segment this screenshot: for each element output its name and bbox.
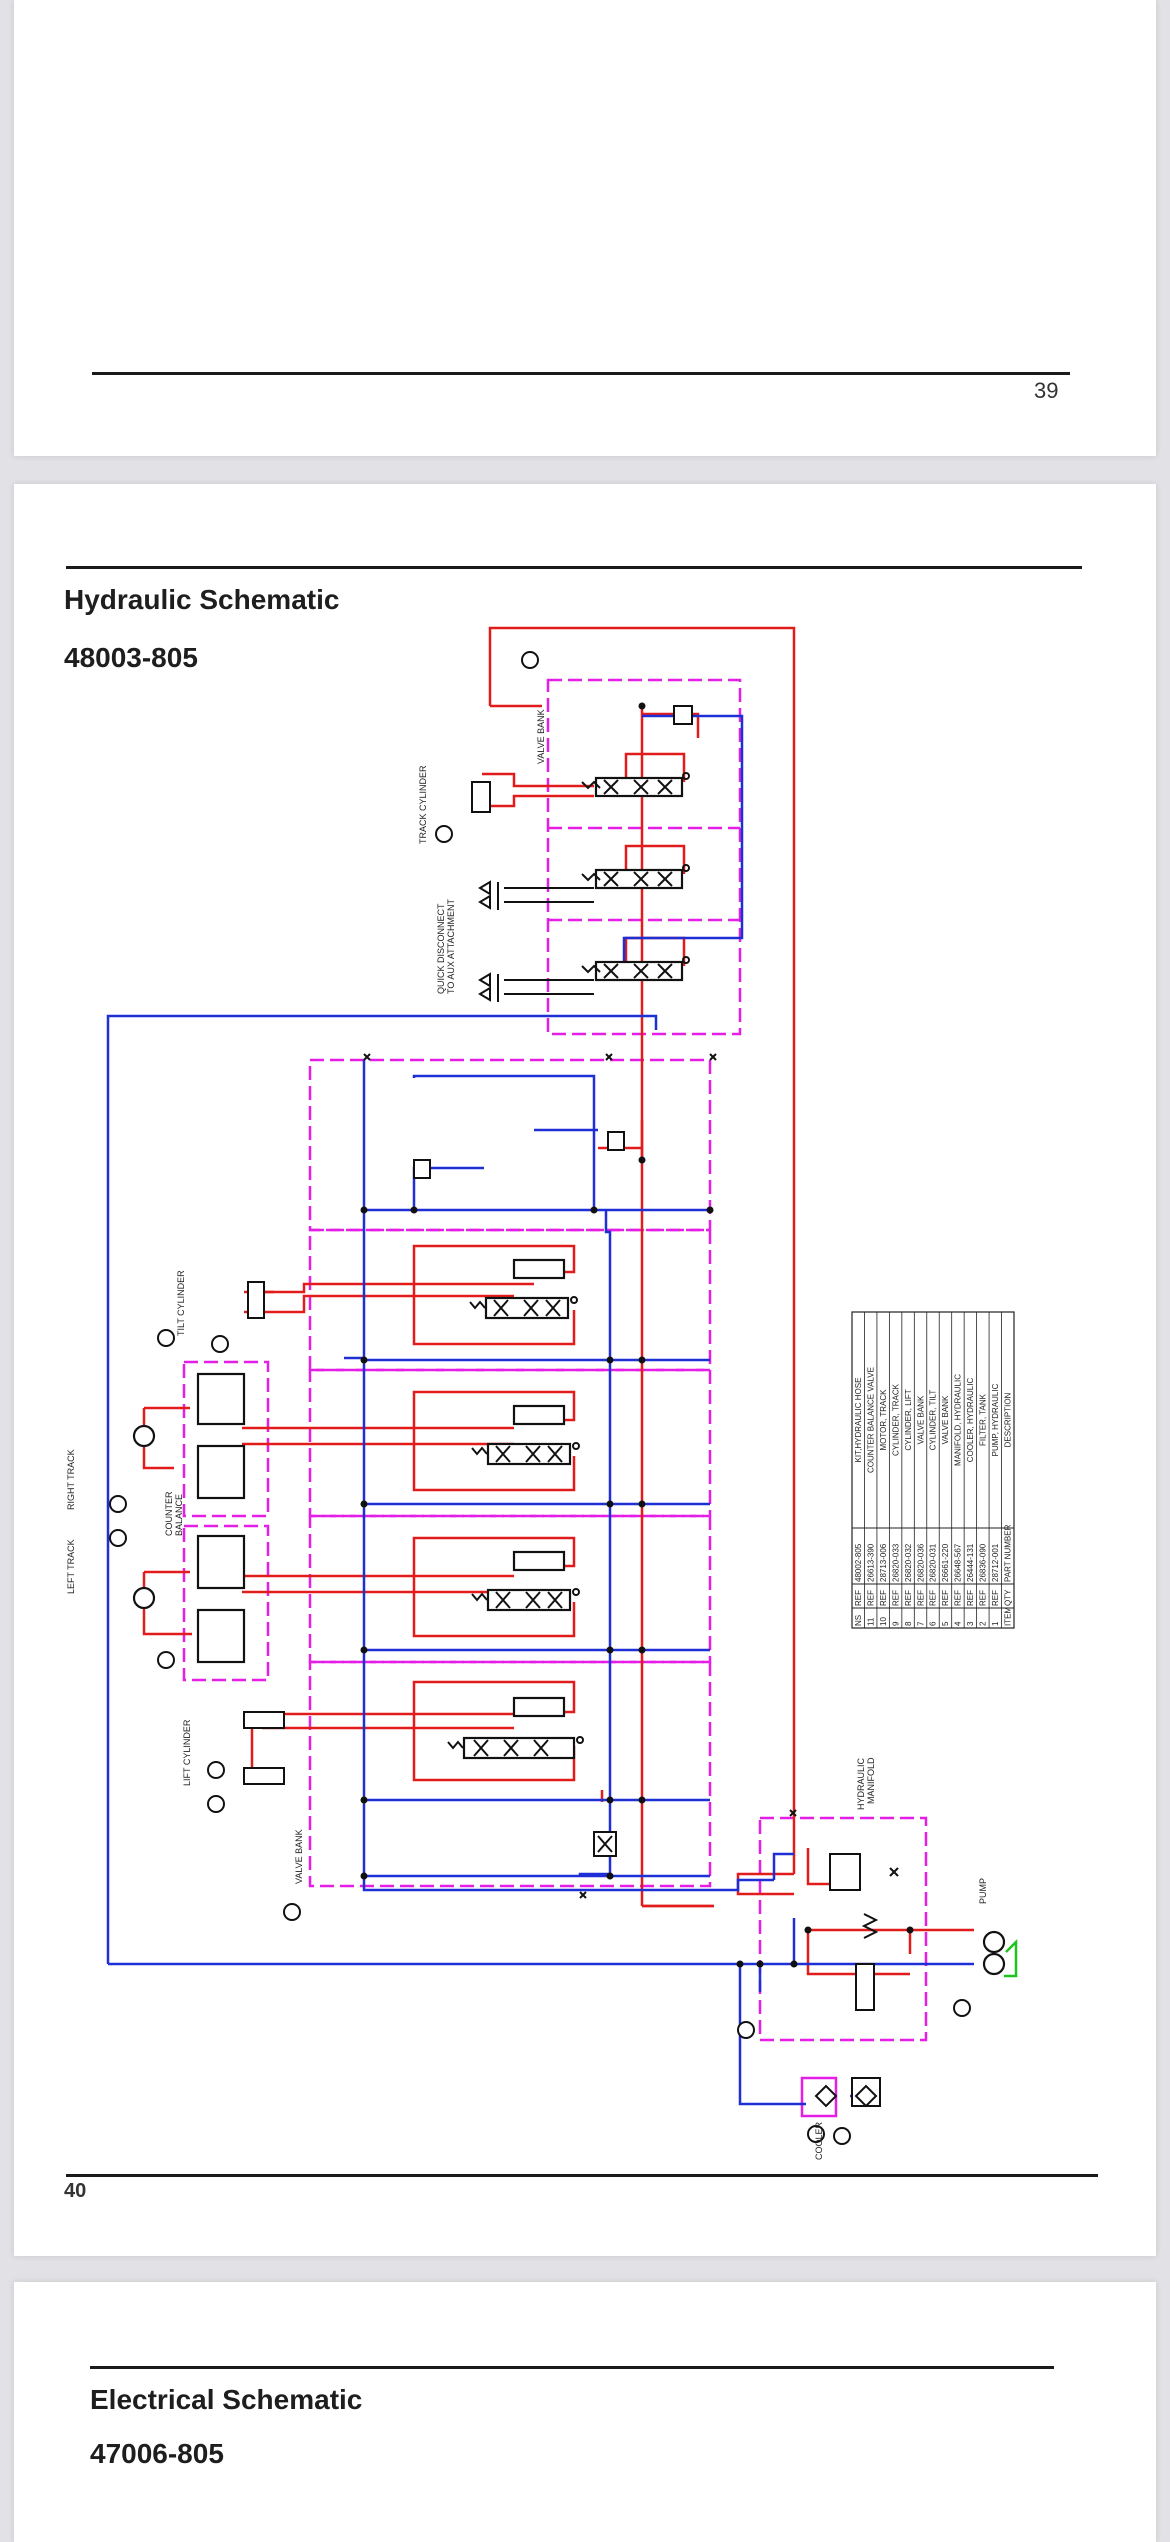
table-cell: REF — [916, 1590, 925, 1606]
label-pump: PUMP — [978, 1878, 988, 1904]
table-cell: REF — [966, 1590, 975, 1606]
table-cell: REF — [891, 1590, 900, 1606]
table-cell: REF — [929, 1590, 938, 1606]
table-cell: REF — [991, 1590, 1000, 1606]
label-quick-disconnect: QUICK DISCONNECT — [436, 903, 446, 994]
table-cell: PUMP, HYDRAULIC — [991, 1383, 1000, 1456]
page-title: Hydraulic Schematic — [64, 584, 340, 615]
table-cell: CYLINDER, TILT — [929, 1390, 938, 1451]
table-header-cell: ITEM — [1004, 1607, 1013, 1626]
track-motors — [132, 1424, 156, 1610]
pressure-lines — [142, 626, 974, 1976]
table-cell: REF — [979, 1590, 988, 1606]
footer-rule — [92, 372, 1070, 375]
page-number: 40 — [64, 2180, 87, 2202]
table-cell: NS — [854, 1615, 863, 1626]
table-cell: 1 — [991, 1621, 1000, 1626]
label-lift-cylinder: LIFT CYLINDER — [182, 1719, 192, 1786]
header-rule — [66, 566, 1082, 569]
table-cell: VALVE BANK — [916, 1395, 925, 1444]
table-header-cell: PART NUMBER — [1004, 1524, 1013, 1582]
table-cell: 26613-390 — [866, 1543, 875, 1582]
counter-balance-valves — [196, 1372, 246, 1664]
label-hydraulic: HYDRAULIC — [856, 1757, 866, 1810]
table-cell: 26820-033 — [891, 1543, 900, 1582]
table-cell: REF — [879, 1590, 888, 1606]
label-manifold: MANIFOLD — [866, 1757, 876, 1804]
label-valve-bank-bottom: VALVE BANK — [294, 1829, 304, 1884]
label-balance: BALANCE — [174, 1494, 184, 1536]
gauge-ports — [109, 651, 971, 2145]
quick-disconnects — [478, 880, 594, 1002]
hydraulic-schematic: VALVE BANK TRACK CYLINDER QUICK DISCONNE… — [66, 626, 1018, 2160]
next-page-part-number: 47006-805 — [90, 2438, 224, 2469]
relief-valves — [413, 705, 881, 2107]
table-cell: CYLINDER, TRACK — [891, 1383, 900, 1456]
table-cell: 6 — [929, 1621, 938, 1626]
table-cell: 5 — [941, 1621, 950, 1626]
label-right-track: RIGHT TRACK — [66, 1449, 76, 1510]
current-page: Hydraulic Schematic 48003-805 — [14, 484, 1156, 2256]
table-cell: 48002-805 — [854, 1543, 863, 1582]
label-tilt-cylinder: TILT CYLINDER — [176, 1270, 186, 1336]
table-cell: 26444-131 — [966, 1543, 975, 1582]
page-number: 39 — [1034, 378, 1059, 403]
table-cell: KIT,HYDRAULIC HOSE — [854, 1378, 863, 1463]
header-rule — [90, 2366, 1054, 2369]
table-cell: REF — [954, 1590, 963, 1606]
table-cell: REF — [854, 1590, 863, 1606]
table-cell: VALVE BANK — [941, 1395, 950, 1444]
part-number: 48003-805 — [64, 642, 198, 673]
label-counter: COUNTER — [164, 1491, 174, 1536]
table-cell: 3 — [966, 1621, 975, 1626]
junctions — [360, 702, 914, 1968]
table-cell: CYLINDER, LIFT — [904, 1389, 913, 1450]
drain-line — [1004, 1938, 1018, 1978]
table-header-cell: QTY — [1004, 1589, 1013, 1606]
pump-symbol — [982, 1930, 1006, 1976]
next-page-title: Electrical Schematic — [90, 2384, 363, 2415]
next-page: Electrical Schematic 47006-805 — [14, 2282, 1156, 2542]
table-cell: 26648-567 — [954, 1543, 963, 1582]
label-left-track: LEFT TRACK — [66, 1539, 76, 1594]
label-track-cylinder: TRACK CYLINDER — [418, 765, 428, 844]
label-valve-bank-top: VALVE BANK — [536, 709, 546, 764]
component-boundaries — [182, 678, 928, 2118]
plug-marks — [363, 1053, 797, 1899]
table-cell: REF — [904, 1590, 913, 1606]
cylinders — [243, 781, 491, 1785]
return-lines — [106, 714, 974, 2106]
table-cell: 9 — [891, 1621, 900, 1626]
table-cell: REF — [866, 1590, 875, 1606]
table-cell: 2 — [979, 1621, 988, 1626]
table-cell: 11 — [866, 1617, 875, 1626]
table-cell: 8 — [904, 1621, 913, 1626]
table-header-cell: DESCRIPTION — [1004, 1392, 1013, 1447]
spool-valve-symbols — [447, 772, 690, 1757]
table-cell: 26661-220 — [941, 1543, 950, 1582]
table-cell: 26820-032 — [904, 1543, 913, 1582]
table-cell: 7 — [916, 1621, 925, 1626]
table-cell: REF — [941, 1590, 950, 1606]
table-cell: 10 — [879, 1617, 888, 1626]
footer-rule — [66, 2174, 1098, 2177]
table-cell: COOLER, HYDRAULIC — [966, 1378, 975, 1463]
table-cell: 28713-006 — [879, 1543, 888, 1582]
table-cell: MOTOR, TRACK — [879, 1389, 888, 1451]
table-cell: FILTER, TANK — [979, 1393, 988, 1446]
label-cooler: COOLER — [814, 2121, 824, 2160]
table-cell: 26820-036 — [916, 1543, 925, 1582]
table-cell: 26836-090 — [979, 1543, 988, 1582]
table-cell: 4 — [954, 1621, 963, 1626]
table-cell: 28712-001 — [991, 1543, 1000, 1582]
table-cell: MANIFOLD, HYDRAULIC — [954, 1374, 963, 1466]
previous-page: 39 — [14, 0, 1156, 456]
label-quick-disconnect-aux: TO AUX ATTACHMENT — [446, 898, 456, 994]
table-cell: COUNTER BALANCE VALVE — [866, 1367, 875, 1473]
table-cell: 26820-031 — [929, 1543, 938, 1582]
